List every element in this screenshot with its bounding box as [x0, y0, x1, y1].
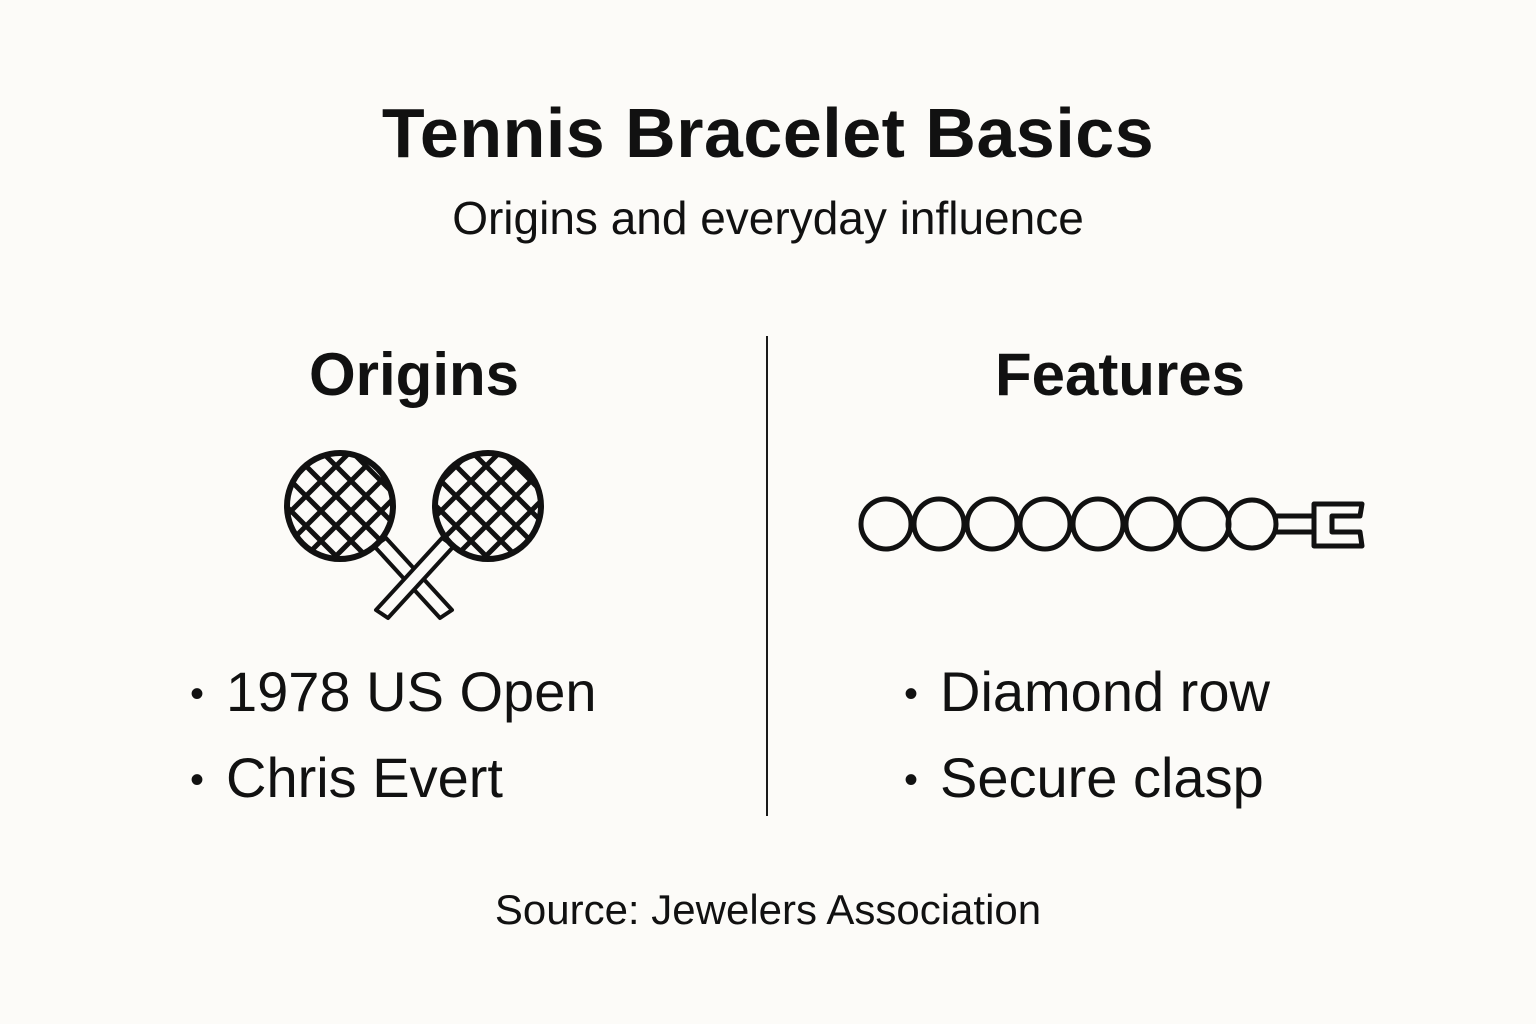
list-item: •Chris Evert [190, 736, 596, 822]
bullet-icon: • [190, 672, 205, 716]
list-item: •Diamond row [904, 650, 1270, 736]
features-list: •Diamond row •Secure clasp [904, 650, 1270, 822]
source-note: Source: Jewelers Association [494, 886, 1042, 933]
page-title: Tennis Bracelet Basics [381, 94, 1155, 172]
bullet-icon: • [904, 758, 919, 802]
origins-heading: Origins [308, 341, 520, 408]
column-divider [766, 336, 768, 816]
bracelet-icon [858, 496, 1365, 552]
page-subtitle: Origins and everyday influence [452, 192, 1084, 244]
list-item: •Secure clasp [904, 736, 1270, 822]
bullet-icon: • [904, 672, 919, 716]
list-item: •1978 US Open [190, 650, 596, 736]
bullet-icon: • [190, 758, 205, 802]
crossed-rackets-icon [284, 450, 544, 620]
features-heading: Features [994, 341, 1246, 408]
origins-list: •1978 US Open •Chris Evert [190, 650, 596, 822]
